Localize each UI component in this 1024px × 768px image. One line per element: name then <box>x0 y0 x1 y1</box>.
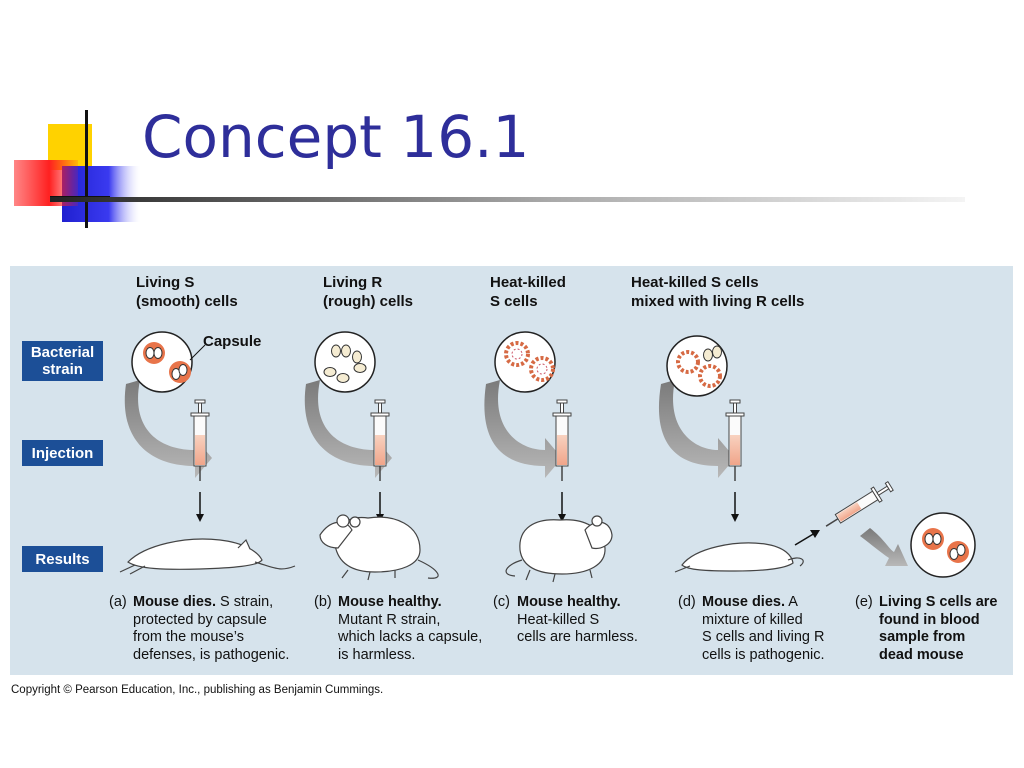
result-caption-d: (d) Mouse dies. A mixture of killed S ce… <box>678 594 853 666</box>
s-cells-e <box>922 528 969 563</box>
capsule-label: Capsule <box>203 333 262 350</box>
column-heading-a: Living S (smooth) cells <box>136 274 238 310</box>
caption-letter-c: (c) <box>493 594 510 610</box>
arrow-to-syringe-e <box>794 530 820 546</box>
slide-title: Concept 16.1 <box>142 103 530 171</box>
mouse-dead-a <box>119 538 296 575</box>
petri-circle-d <box>666 335 728 397</box>
caption-text-b: Mutant R strain, which lacks a capsule, … <box>338 611 483 663</box>
row-label-results: Results <box>22 546 103 572</box>
column-d-graphics <box>658 335 820 573</box>
caption-bold-a: Mouse dies. <box>133 594 216 610</box>
syringe-a <box>190 399 210 482</box>
capsule-pointer <box>189 344 206 361</box>
caption-text-d: A mixture of killed S cells and living R… <box>702 594 825 663</box>
slide-logo-squares <box>14 110 140 228</box>
column-b-graphics <box>304 331 439 581</box>
caption-bold-b: Mouse healthy. <box>338 594 442 610</box>
column-a-graphics <box>119 331 296 575</box>
down-arrow-a <box>195 491 205 523</box>
mouse-healthy-c <box>505 515 613 583</box>
column-e-graphics <box>825 480 976 578</box>
caption-letter-d: (d) <box>678 594 696 610</box>
petri-circle-c <box>494 331 556 393</box>
mouse-healthy-b <box>319 514 439 581</box>
mixed-cells-d <box>676 345 722 388</box>
heat-killed-cells-c <box>504 341 555 382</box>
down-arrow-d <box>730 491 740 523</box>
curved-arrow-d <box>658 380 735 478</box>
caption-text-e: Living S cells are found in blood sample… <box>879 594 998 663</box>
column-heading-d: Heat-killed S cells mixed with living R … <box>631 274 805 310</box>
curved-arrow-e <box>860 528 908 566</box>
result-caption-e: (e) Living S cells are found in blood sa… <box>855 594 1010 666</box>
curved-arrow-c <box>484 380 562 478</box>
caption-bold-d: Mouse dies. <box>702 594 785 610</box>
caption-letter-b: (b) <box>314 594 332 610</box>
caption-letter-a: (a) <box>109 594 127 610</box>
curved-arrow-a <box>124 380 212 478</box>
column-c-graphics <box>484 331 613 583</box>
caption-text-a: S strain, protected by capsule from the … <box>133 594 290 663</box>
petri-circle-b <box>314 331 376 393</box>
logo-vertical-line <box>85 110 88 228</box>
syringe-b <box>370 399 390 482</box>
copyright-notice: Copyright © Pearson Education, Inc., pub… <box>11 684 384 696</box>
column-heading-b: Living R (rough) cells <box>323 274 414 310</box>
result-caption-c: (c) Mouse healthy. Heat-killed S cells a… <box>493 594 663 666</box>
result-caption-b: (b) Mouse healthy. Mutant R strain, whic… <box>314 594 514 666</box>
row-label-injection: Injection <box>22 440 103 466</box>
title-divider <box>50 197 965 202</box>
syringe-d <box>725 399 745 482</box>
syringe-c <box>552 399 572 482</box>
caption-bold-c: Mouse healthy. <box>517 594 621 610</box>
curved-arrow-b <box>304 380 392 478</box>
s-cells-a <box>143 342 191 383</box>
down-arrow-c <box>557 491 567 523</box>
row-label-bacterial-strain: Bacterial strain <box>22 341 103 381</box>
caption-text-c: Heat-killed S cells are harmless. <box>517 611 638 645</box>
column-heading-c: Heat-killed S cells <box>490 274 566 310</box>
result-caption-a: (a) Mouse dies. S strain, protected by c… <box>109 594 319 666</box>
mouse-dead-d <box>674 542 804 573</box>
diagram-panel <box>10 266 1013 675</box>
syringe-e <box>825 480 894 527</box>
r-cells-b <box>323 344 367 383</box>
caption-letter-e: (e) <box>855 594 873 610</box>
